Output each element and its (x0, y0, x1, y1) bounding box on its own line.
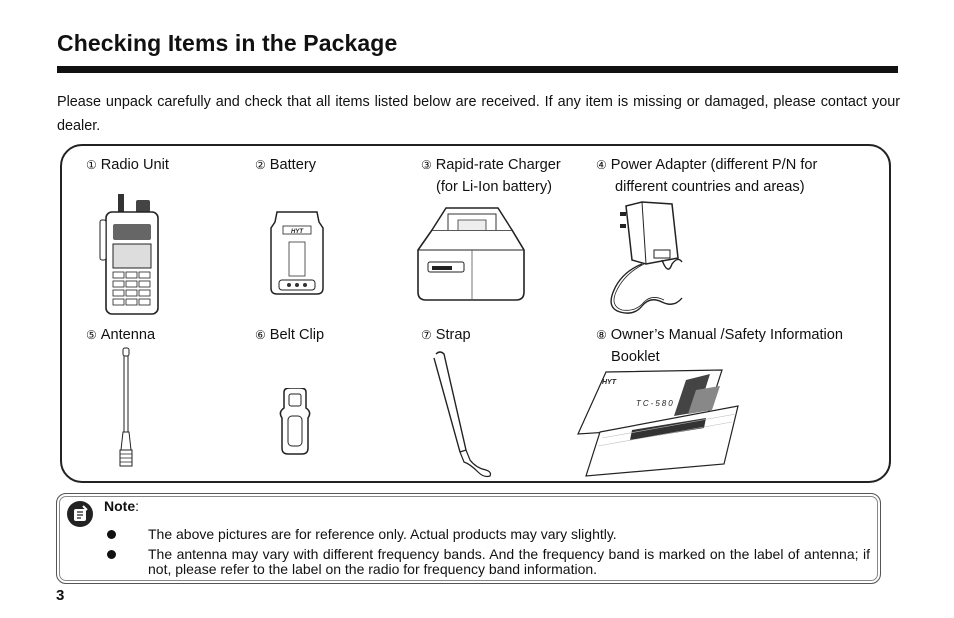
manual-model: TC-580 (636, 399, 675, 408)
note-box (56, 493, 881, 584)
title-rule (57, 66, 898, 73)
manual-logo: HYT (602, 379, 617, 386)
battery-illustration: HYT (269, 208, 325, 298)
package-items-box (60, 144, 891, 483)
radio-unit-illustration (96, 190, 166, 316)
page-title: Checking Items in the Package (57, 30, 398, 56)
note-text-2: The antenna may vary with different freq… (148, 546, 870, 577)
note-title: Note: (104, 498, 140, 514)
intro-paragraph: Please unpack carefully and check that a… (57, 94, 900, 134)
strap-illustration (430, 350, 494, 478)
page-number: 3 (56, 587, 65, 604)
belt-clip-illustration (278, 388, 312, 456)
note-bullet-2 (107, 550, 116, 559)
charger-illustration (412, 200, 530, 306)
battery-logo: HYT (291, 229, 304, 235)
note-hand-icon (66, 500, 94, 528)
note-text-1: The above pictures are for reference onl… (148, 526, 617, 542)
note-bullet-1 (107, 530, 116, 539)
antenna-illustration (116, 346, 136, 470)
power-adapter-illustration (602, 198, 692, 318)
manual-booklet-illustration: HYT TC-580 (576, 368, 744, 480)
